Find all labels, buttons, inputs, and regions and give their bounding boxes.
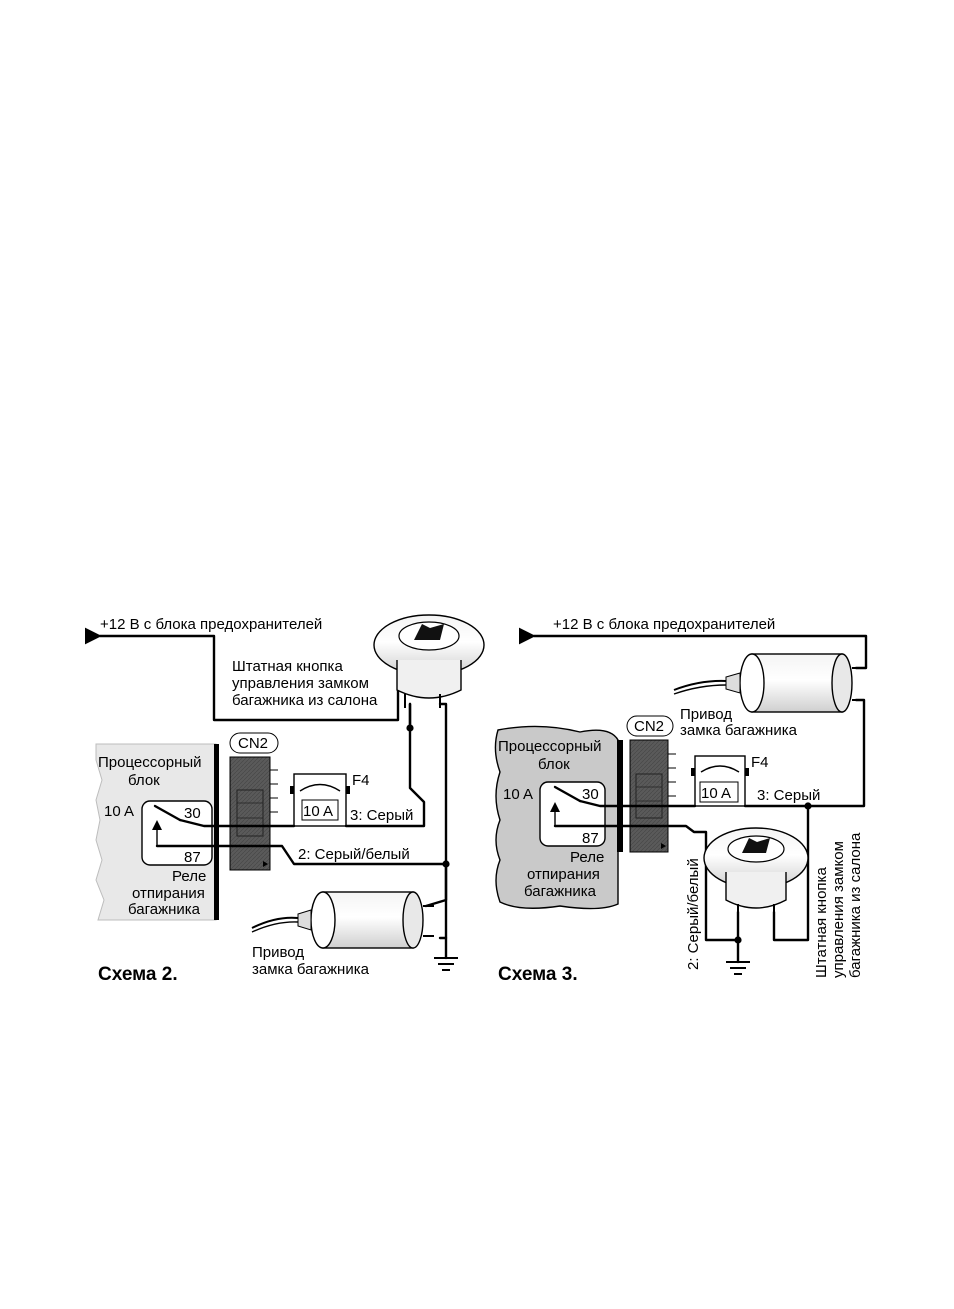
scheme-2: Процессорный блок 10 A 30 87 Реле отпира… [84,614,485,985]
relay-label-2: отпирания [132,885,205,902]
relay-switch [553,785,582,803]
scheme-3: Процессорный блок 10 A 30 87 Реле отпира… [494,616,868,985]
processor-label-2: блок [538,756,570,773]
scheme-2-caption: Схема 2. [98,964,178,985]
power-label: +12 В с блока предохранителей [553,616,775,633]
relay-arrow-head [152,820,162,830]
relay-label-2: отпирания [527,866,600,883]
trunk-actuator [673,653,858,713]
wire-2-label: 2: Серый/белый [685,858,702,970]
wire-plus12v [518,627,868,670]
ground-symbol [434,957,458,971]
wire-plus12v [84,627,400,722]
ground-symbol [726,961,750,975]
button-label-3: багажника из салона [847,832,864,978]
relay-pin-30: 30 [582,786,599,803]
relay-label-3: багажника [128,901,201,918]
power-label: +12 В с блока предохранителей [100,616,322,633]
wire-3-label: 3: Серый [757,787,820,804]
processor-block-edge [617,740,623,852]
scheme-3-caption: Схема 3. [498,964,578,985]
fuse-name: F4 [751,754,769,771]
relay-pin-30: 30 [184,805,201,822]
button-label-3: багажника из салона [232,692,378,709]
button-label-1: Штатная кнопка [232,658,343,675]
trunk-actuator [251,891,434,949]
actuator-label-1: Привод [680,706,732,723]
relay-pin-87: 87 [582,830,599,847]
trunk-open-icon [742,838,770,853]
wire-button-3 [772,804,810,942]
wire-2-label: 2: Серый/белый [298,846,410,863]
relay-switch [153,804,182,822]
wire-3-grey [344,702,426,828]
actuator-label-2: замка багажника [252,961,370,978]
relay-rating: 10 A [104,803,134,820]
relay-rating: 10 A [503,786,533,803]
actuator-label-2: замка багажника [680,722,798,739]
relay-label-1: Реле [172,868,206,885]
fuse-rating: 10 A [303,803,333,820]
wire-3-label: 3: Серый [350,807,413,824]
processor-label-1: Процессорный [498,738,602,755]
button-label-2: управления замком [830,841,847,978]
processor-label-1: Процессорный [98,754,202,771]
cn2-label: CN2 [634,718,664,735]
processor-block-edge [214,744,219,920]
relay-label-1: Реле [570,849,604,866]
cn2-tag [626,715,674,737]
cn2-label: CN2 [238,735,268,752]
trunk-button [373,614,485,708]
relay-box [539,781,606,847]
button-label-2: управления замком [232,675,369,692]
button-label-1: Штатная кнопка [813,867,830,978]
trunk-open-icon [414,624,444,640]
relay-box [141,800,213,866]
relay-pin-87: 87 [184,849,201,866]
trunk-button [703,827,809,914]
fuse-name: F4 [352,772,370,789]
cn2-connector [229,756,271,871]
relay-arrow-head [550,802,560,812]
cn2-tag [229,732,279,754]
processor-label-2: блок [128,772,160,789]
fuse-rating: 10 A [701,785,731,802]
wire-button-ground [438,702,448,940]
relay-label-3: багажника [524,883,597,900]
actuator-label-1: Привод [252,944,304,961]
